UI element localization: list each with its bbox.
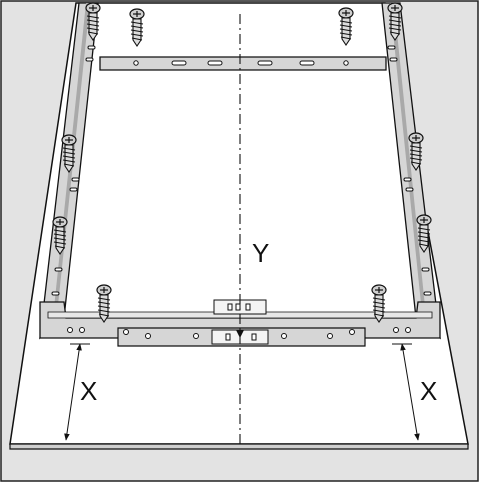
top-crossbar — [99, 56, 387, 71]
dimension-x-right-arrow — [400, 343, 420, 441]
dimension-x-right-label: X — [420, 376, 437, 406]
dimension-x-left-label: X — [80, 376, 97, 406]
bottom-bracket-holes — [67, 303, 411, 341]
right-rail-shadow — [390, 3, 427, 326]
left-rail-slots — [49, 45, 96, 308]
panel-front-edge — [9, 443, 469, 450]
dimension-x-left-arrow — [64, 343, 82, 441]
top-crossbar-holes — [133, 60, 349, 66]
right-rail-slots — [387, 45, 434, 308]
dimension-y-label: Y — [252, 238, 269, 268]
center-marker-icon — [236, 330, 244, 338]
